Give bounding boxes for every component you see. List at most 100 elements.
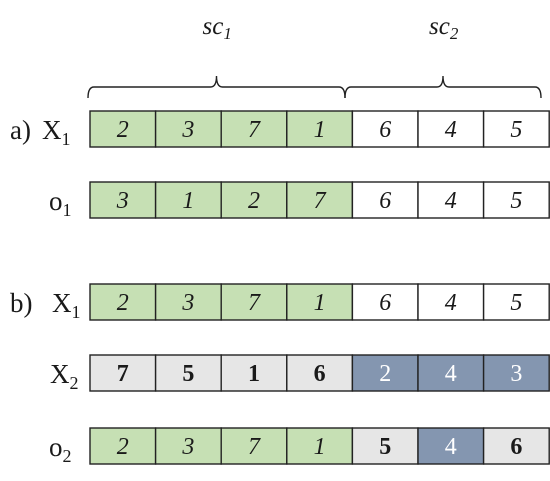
cell-box — [220, 427, 288, 465]
cell: 3 — [154, 283, 222, 321]
cell-value: 6 — [379, 188, 391, 214]
cell: 5 — [154, 354, 222, 392]
row-prefix: b) — [10, 288, 33, 318]
cell-value: 1 — [182, 188, 194, 214]
cell: 2 — [89, 110, 157, 148]
cell-box — [351, 181, 419, 219]
cell: 5 — [482, 283, 550, 321]
cell-value: 5 — [182, 361, 194, 387]
cell-box — [482, 283, 550, 321]
cell-box — [286, 354, 354, 392]
cell-value: 4 — [445, 117, 457, 143]
cell: 1 — [286, 427, 354, 465]
cell-value: 2 — [117, 434, 129, 460]
cell: 7 — [89, 354, 157, 392]
cell-value: 1 — [314, 290, 326, 316]
cell: 6 — [482, 427, 550, 465]
brace-sc-1: sc1 — [87, 13, 346, 99]
cell-value: 1 — [248, 361, 260, 387]
cell: 3 — [482, 354, 550, 392]
cell-value: 3 — [510, 361, 522, 387]
cell: 4 — [417, 110, 485, 148]
cell-box — [89, 427, 157, 465]
cell-value: 7 — [248, 434, 261, 460]
cell-box — [154, 283, 222, 321]
cell-box — [220, 181, 288, 219]
row-label: o2 — [49, 432, 72, 466]
row-label: o1 — [49, 186, 72, 220]
braces-layer: sc1 sc2 — [87, 13, 542, 99]
cell: 1 — [154, 181, 222, 219]
cell: 4 — [417, 181, 485, 219]
cell-box — [417, 354, 485, 392]
cell-box — [154, 354, 222, 392]
cell: 2 — [89, 283, 157, 321]
cell-box — [89, 181, 157, 219]
cell: 5 — [482, 110, 550, 148]
row-label: X1 — [52, 288, 81, 322]
cell-value: 5 — [379, 434, 391, 460]
cell-value: 1 — [314, 117, 326, 143]
row-label-subscript: 1 — [62, 129, 71, 149]
cell: 4 — [417, 427, 485, 465]
cell: 5 — [351, 427, 419, 465]
cell-value: 2 — [248, 188, 260, 214]
cell-value: 3 — [116, 188, 129, 214]
cell: 6 — [286, 354, 354, 392]
cell: 3 — [154, 427, 222, 465]
cell-box — [417, 283, 485, 321]
cell: 5 — [482, 181, 550, 219]
cell-box — [220, 283, 288, 321]
cell-value: 5 — [510, 188, 522, 214]
cell-value: 7 — [117, 361, 129, 387]
cell: 2 — [351, 354, 419, 392]
cell-box — [482, 110, 550, 148]
cell: 7 — [220, 283, 288, 321]
brace-shape — [87, 75, 346, 99]
cell-box — [89, 354, 157, 392]
row-label-subscript: 1 — [72, 302, 81, 322]
cell: 2 — [89, 427, 157, 465]
cell-value: 6 — [314, 361, 326, 387]
cell-value: 2 — [117, 117, 129, 143]
cell-box — [482, 181, 550, 219]
cell: 6 — [351, 181, 419, 219]
cell-value: 3 — [181, 117, 194, 143]
cell-box — [220, 110, 288, 148]
cell-value: 4 — [445, 290, 457, 316]
cell: 6 — [351, 283, 419, 321]
cell-box — [351, 283, 419, 321]
cell: 7 — [220, 110, 288, 148]
cell: 3 — [89, 181, 157, 219]
cell-value: 6 — [379, 290, 391, 316]
cell: 6 — [351, 110, 419, 148]
cell: 4 — [417, 283, 485, 321]
cell-value: 2 — [117, 290, 129, 316]
brace-label-subscript: 1 — [223, 24, 232, 43]
row-b-x1: b) X1 2 3 7 1 6 4 5 — [10, 283, 550, 322]
cell-value: 7 — [248, 290, 261, 316]
cell-box — [482, 354, 550, 392]
cell-box — [351, 110, 419, 148]
cell-value: 6 — [510, 434, 522, 460]
brace-label: sc1 — [203, 13, 232, 43]
brace-label: sc2 — [429, 13, 459, 43]
cell-value: 5 — [510, 290, 522, 316]
cell-box — [417, 110, 485, 148]
cell-value: 7 — [314, 188, 327, 214]
cell-value: 6 — [379, 117, 391, 143]
row-label: X2 — [50, 359, 79, 393]
cell-value: 2 — [379, 361, 391, 387]
cell-value: 4 — [445, 434, 457, 460]
cell-value: 5 — [510, 117, 522, 143]
cell-box — [154, 181, 222, 219]
cell-value: 1 — [314, 434, 326, 460]
cell: 1 — [286, 283, 354, 321]
cell-value: 3 — [181, 290, 194, 316]
cell-value: 7 — [248, 117, 261, 143]
cell-box — [89, 110, 157, 148]
